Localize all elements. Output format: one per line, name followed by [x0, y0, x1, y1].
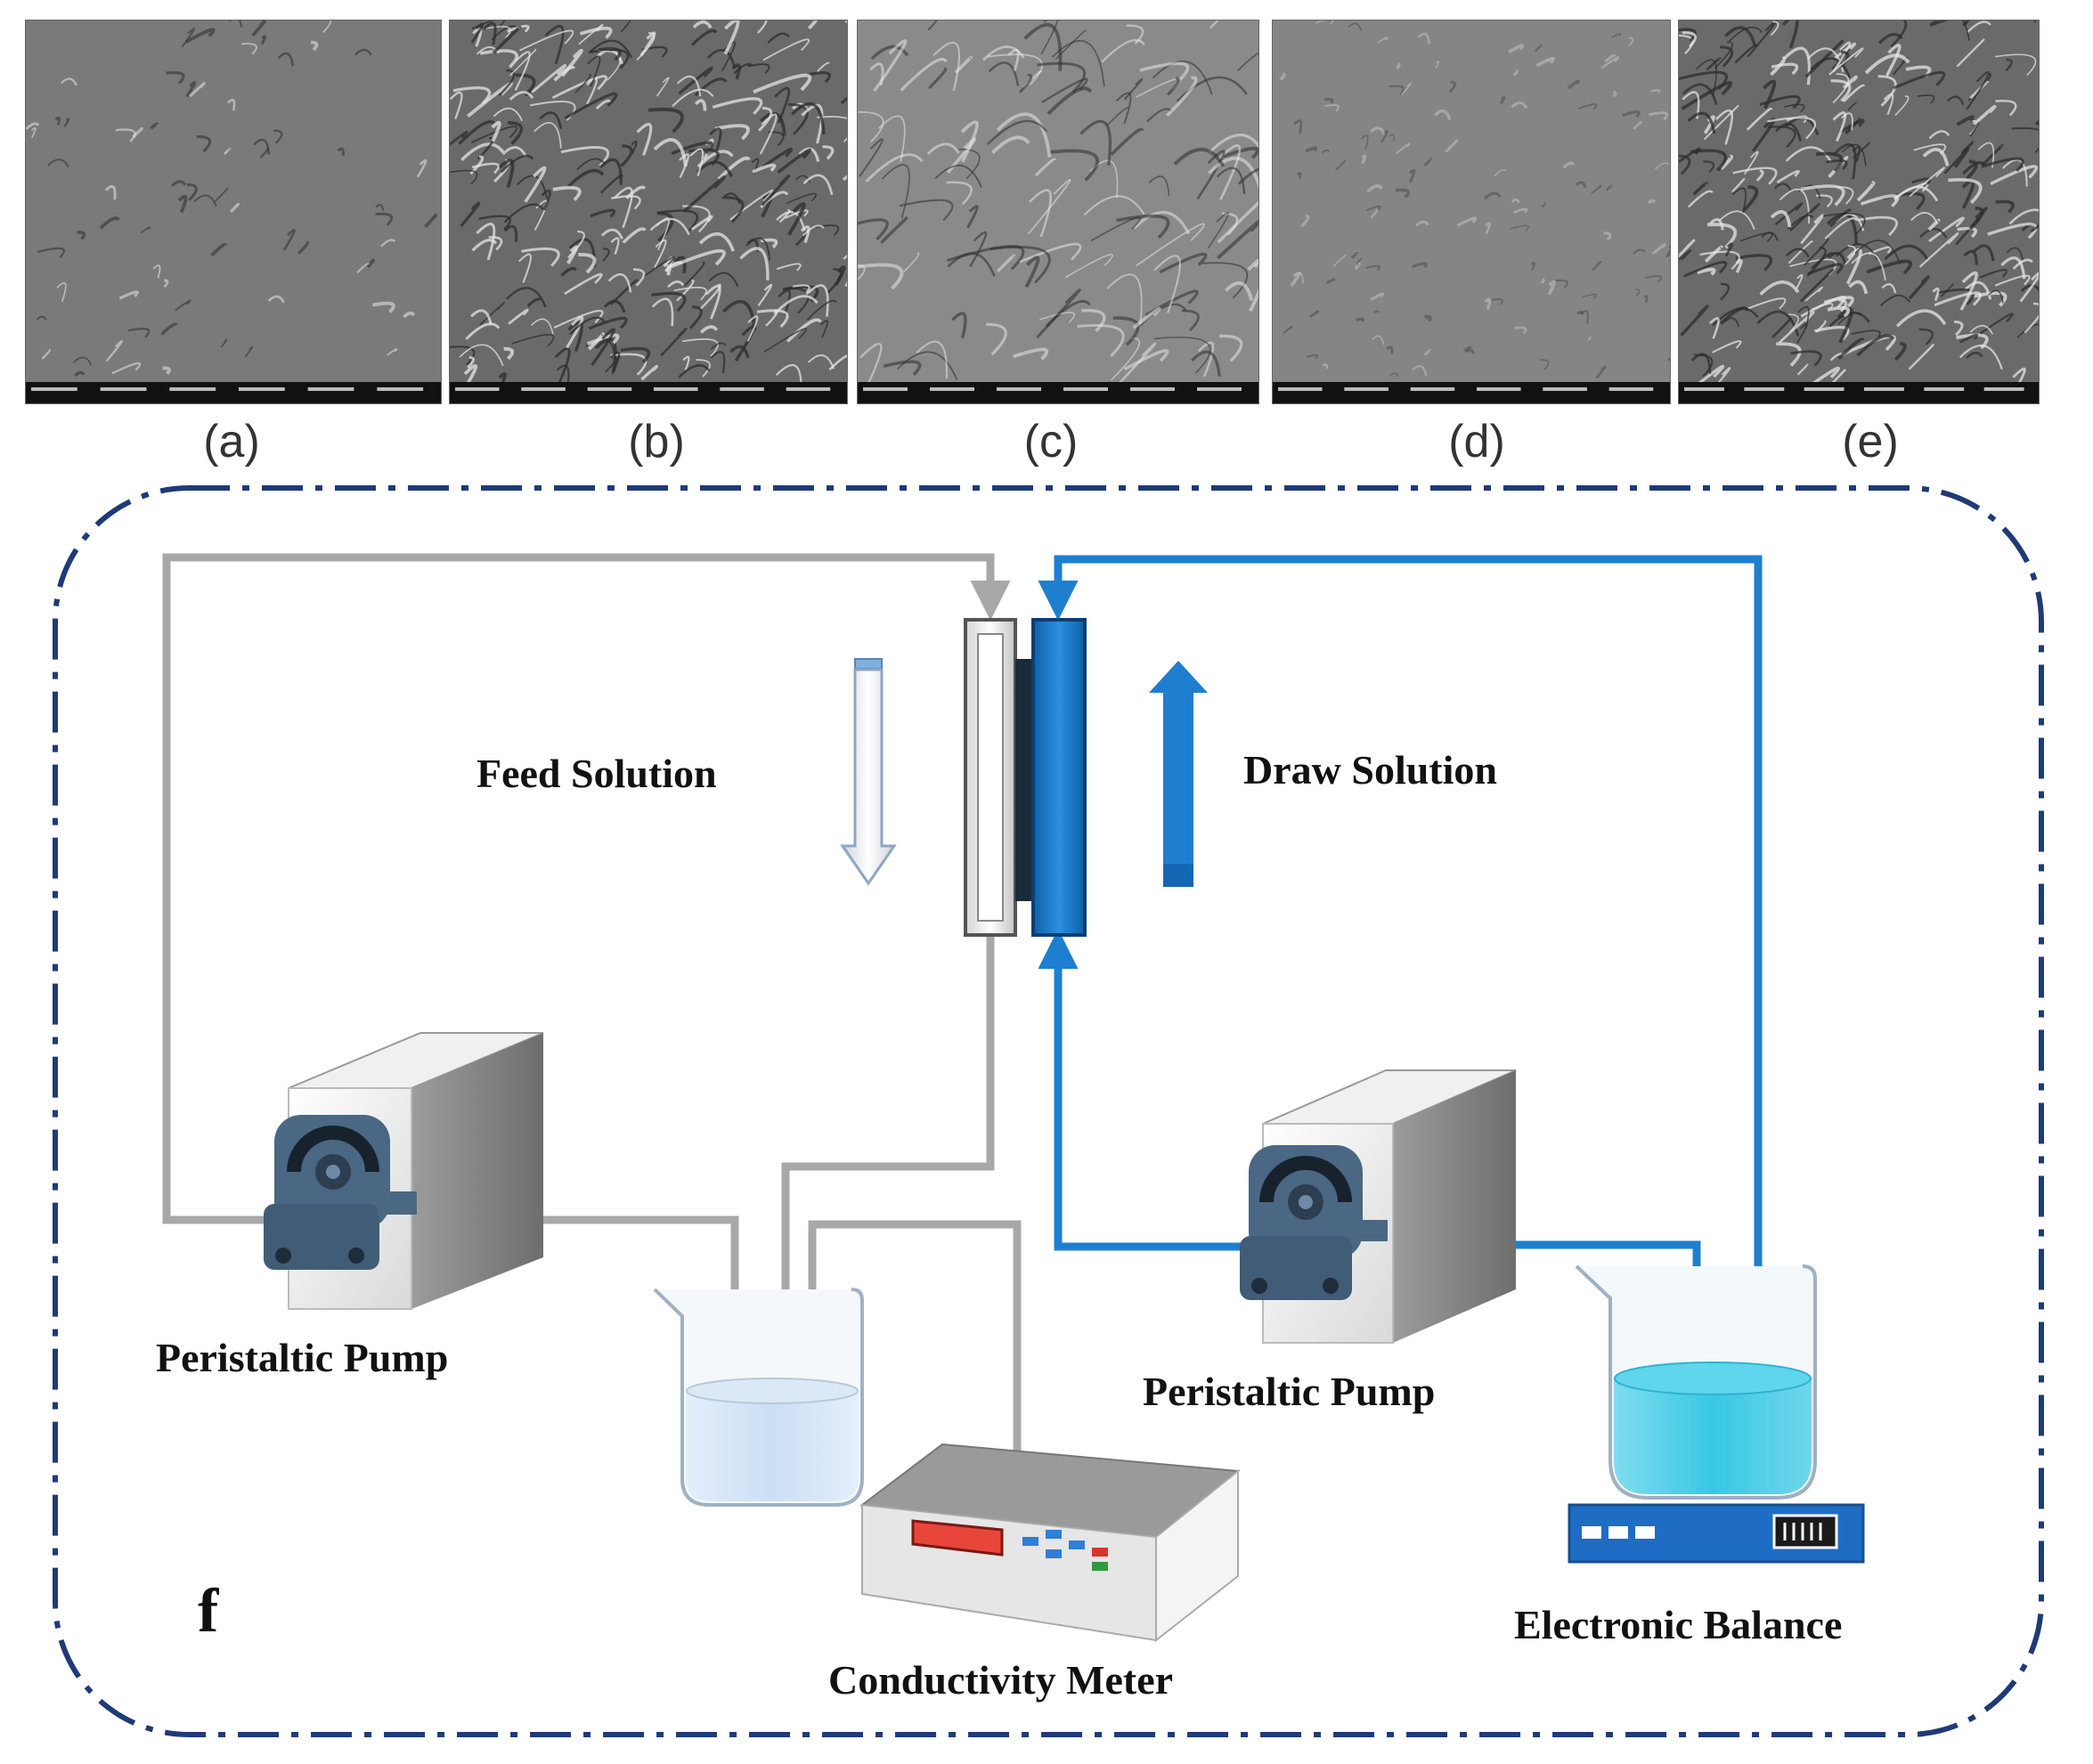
feed-beaker: [653, 1288, 864, 1507]
draw-flow-arrow: [1149, 661, 1208, 887]
panel-letter-f: f: [198, 1577, 219, 1646]
diagram-frame: [53, 485, 2044, 1737]
sem-image-e: [1678, 20, 2040, 404]
draw-beaker: [1575, 1264, 1817, 1500]
sem-image-c: [857, 20, 1259, 404]
sem-image-a: [25, 20, 442, 404]
peristaltic-pump-right: [1240, 1069, 1517, 1344]
peristaltic-pump-left: [264, 1032, 544, 1310]
meter-display: [911, 1519, 1004, 1557]
pump-left-label: Peristaltic Pump: [156, 1335, 448, 1380]
feed-solution-label: Feed Solution: [476, 751, 717, 796]
sem-label-d: (d): [1448, 416, 1505, 467]
sem-label-a: (a): [203, 416, 260, 467]
feed-line-cell-to-tank: [765, 935, 995, 1402]
sem-label-c: (c): [1023, 416, 1079, 467]
pump-right-label: Peristaltic Pump: [1143, 1369, 1435, 1414]
electronic-balance-label: Electronic Balance: [1514, 1602, 1842, 1647]
draw-channel: [1031, 618, 1087, 937]
feed-line-pump-to-cell: [162, 553, 1011, 1224]
sem-image-d: [1272, 20, 1671, 404]
electronic-balance: [1568, 1503, 1865, 1564]
feed-flow-arrow: [840, 658, 897, 886]
sem-label-e: (e): [1842, 416, 1899, 467]
conductivity-meter-label: Conductivity Meter: [828, 1657, 1173, 1703]
draw-line-cell-to-tank: [1038, 555, 1779, 1397]
membrane: [1015, 659, 1033, 901]
membrane-cell: [964, 618, 1087, 937]
pump-head-icon: [264, 1115, 417, 1270]
draw-solution-label: Draw Solution: [1243, 747, 1497, 793]
pump-head-icon: [1240, 1145, 1388, 1300]
sem-label-b: (b): [628, 416, 685, 467]
conductivity-meter: [859, 1443, 1241, 1643]
draw-line-pump-to-cell: [1038, 929, 1296, 1251]
sem-image-b: [449, 20, 848, 404]
